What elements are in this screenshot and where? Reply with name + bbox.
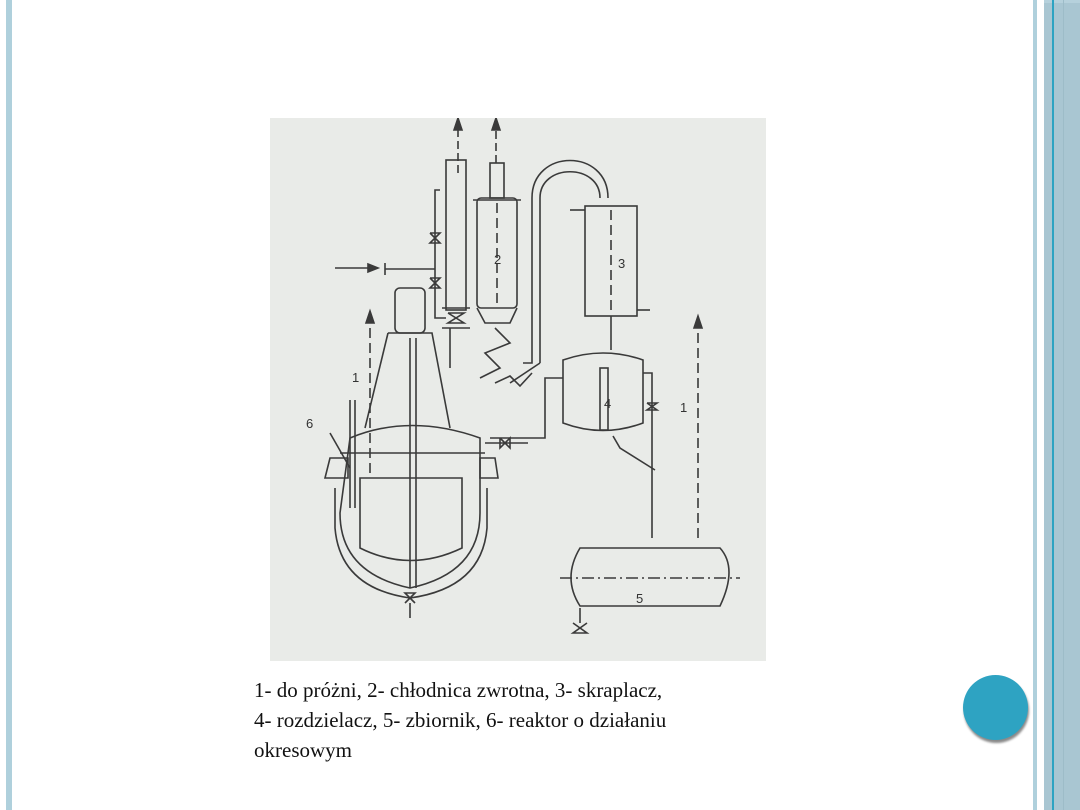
panel-top-strip [1044, 0, 1080, 3]
right-decorative-panel [1044, 0, 1080, 810]
label-3: 3 [618, 256, 625, 271]
label-4: 4 [604, 396, 611, 411]
left-decorative-bar [6, 0, 12, 810]
process-diagram-image: 2 3 4 5 6 1 1 [270, 118, 766, 661]
caption-line-1: 1- do próżni, 2- chłodnica zwrotna, 3- s… [254, 678, 663, 702]
panel-divider-line [1063, 0, 1064, 810]
panel-accent-line [1052, 0, 1054, 810]
right-decorative-stripe [1033, 0, 1037, 810]
label-5: 5 [636, 591, 643, 606]
label-1-left: 1 [352, 370, 359, 385]
label-1-right: 1 [680, 400, 687, 415]
decorative-circle [963, 675, 1028, 740]
caption-line-3: okresowym [254, 738, 352, 762]
label-2: 2 [494, 252, 501, 267]
label-6: 6 [306, 416, 313, 431]
process-diagram: 2 3 4 5 6 1 1 [306, 118, 740, 634]
caption-line-2: 4- rozdzielacz, 5- zbiornik, 6- reaktor … [254, 708, 667, 732]
figure-caption: 1- do próżni, 2- chłodnica zwrotna, 3- s… [254, 675, 814, 765]
